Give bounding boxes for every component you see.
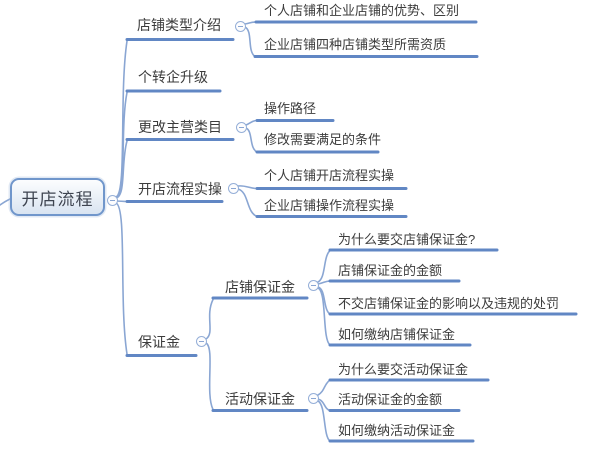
minus-icon	[238, 126, 244, 128]
leaf-topic[interactable]: 如何缴纳活动保证金	[338, 423, 456, 438]
collapse-toggle-store-types[interactable]	[234, 20, 246, 32]
leaf-topic[interactable]: 活动保证金的金额	[338, 392, 443, 407]
root-topic[interactable]: 开店流程	[10, 178, 105, 216]
minus-icon	[310, 397, 316, 399]
branch-curve	[205, 342, 214, 411]
branch-curve	[237, 188, 258, 218]
topic-store-types[interactable]: 店铺类型介绍	[137, 17, 221, 33]
minus-icon	[237, 25, 243, 27]
branch-curve	[244, 21, 257, 25]
leaf-topic[interactable]: 如何缴纳店铺保证金	[338, 327, 456, 342]
edge-left-stub	[0, 198, 11, 206]
collapse-toggle-deposit[interactable]	[195, 335, 207, 347]
branch-curve	[115, 140, 128, 199]
collapse-toggle-activity-deposit[interactable]	[307, 392, 319, 404]
branch-curve	[317, 379, 331, 396]
branch-curve	[237, 185, 258, 190]
subtopic-store-deposit[interactable]: 店铺保证金	[225, 279, 295, 295]
subtopic[interactable]: 修改需要满足的条件	[264, 132, 382, 147]
branch-curve	[205, 298, 214, 340]
branch-curve	[245, 119, 258, 126]
topic-opening-practice[interactable]: 开店流程实操	[138, 181, 222, 197]
minus-icon	[230, 187, 236, 189]
branch-curve	[317, 287, 331, 346]
subtopic[interactable]: 企业店铺四种店铺类型所需资质	[264, 37, 447, 52]
collapse-toggle-root[interactable]	[106, 194, 118, 206]
collapse-toggle-store-deposit[interactable]	[307, 279, 319, 291]
branch-curve	[115, 202, 128, 355]
branch-curve	[245, 127, 258, 153]
branch-curve	[317, 400, 331, 442]
collapse-toggle-change-category[interactable]	[235, 121, 247, 133]
branch-curve	[244, 26, 256, 58]
leaf-topic[interactable]: 为什么要交活动保证金	[338, 362, 469, 377]
topic-change-category[interactable]: 更改主营类目	[138, 119, 222, 135]
topic-deposit[interactable]: 保证金	[138, 334, 180, 350]
subtopic[interactable]: 个人店铺和企业店铺的优势、区别	[264, 3, 460, 18]
branch-curve	[115, 200, 128, 203]
subtopic[interactable]: 企业店铺操作流程实操	[264, 198, 395, 213]
minus-icon	[109, 199, 115, 201]
topic-upgrade[interactable]: 个转企升级	[138, 69, 208, 85]
collapse-toggle-opening-practice[interactable]	[227, 182, 239, 194]
branch-curve	[115, 91, 128, 199]
minus-icon	[198, 340, 204, 342]
leaf-topic[interactable]: 为什么要交店铺保证金?	[338, 232, 476, 247]
branch-curve	[317, 249, 331, 283]
branch-curve	[317, 398, 331, 412]
minus-icon	[310, 284, 316, 286]
subtopic[interactable]: 个人店铺开店流程实操	[264, 168, 395, 183]
subtopic[interactable]: 操作路径	[264, 101, 317, 116]
subtopic-activity-deposit[interactable]: 活动保证金	[225, 391, 295, 407]
leaf-topic[interactable]: 店铺保证金的金额	[338, 263, 443, 278]
branch-curve	[115, 40, 128, 198]
leaf-topic[interactable]: 不交店铺保证金的影响以及违规的处罚	[338, 296, 560, 311]
branch-curve	[317, 286, 331, 315]
